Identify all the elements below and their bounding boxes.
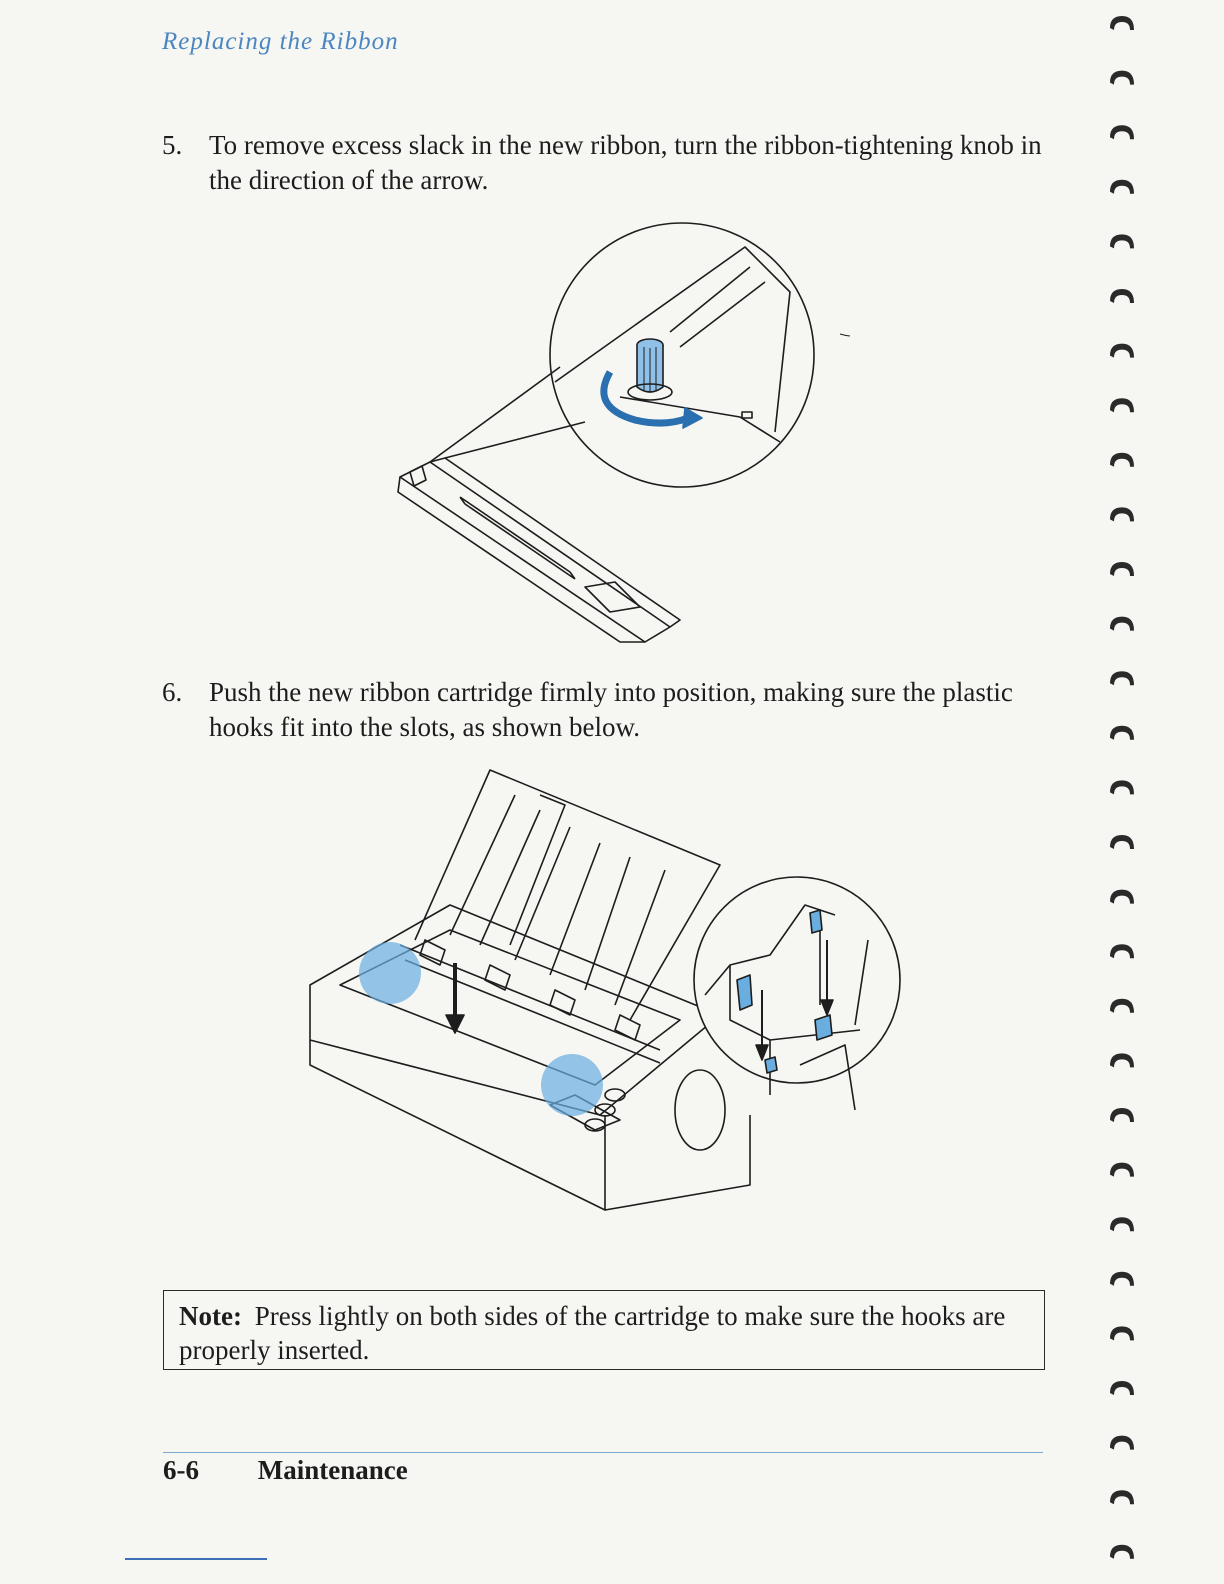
binding-hole: [1110, 1435, 1134, 1450]
step-number: 5.: [162, 130, 183, 160]
binding-hole: [1110, 671, 1134, 686]
step-number: 6.: [162, 677, 183, 707]
binding-hole: [1110, 1217, 1134, 1232]
binding-hole: [1110, 616, 1134, 631]
note-text: Press lightly on both sides of the cartr…: [179, 1301, 1006, 1365]
binding-hole: [1110, 234, 1134, 249]
binding-hole: [1110, 998, 1134, 1013]
binding-hole: [1110, 889, 1134, 904]
hook-highlight-right: [541, 1054, 603, 1116]
binding-hole: [1110, 725, 1134, 740]
binding-hole: [1110, 70, 1134, 85]
binding-hole: [1110, 179, 1134, 194]
binding-hole: [1110, 944, 1134, 959]
running-head: Replacing the Ribbon: [162, 28, 399, 55]
paper-guide-shape: [414, 769, 721, 1021]
binding-hole: [1110, 125, 1134, 140]
footer-divider: [163, 1452, 1043, 1453]
step-5: 5. To remove excess slack in the new rib…: [162, 128, 1062, 198]
page-footer: 6-6 Maintenance: [163, 1453, 408, 1487]
binding-hole: [1110, 1326, 1134, 1341]
binding-hole: [1110, 1381, 1134, 1395]
hook-highlight-left: [359, 942, 421, 1004]
step-text: Push the new ribbon cartridge firmly int…: [209, 677, 1013, 742]
binding-hole: [1110, 343, 1134, 358]
binding-hole: [1110, 398, 1134, 413]
printer-body-shape: [309, 904, 721, 1116]
binding-hole: [1110, 1053, 1134, 1068]
magnifier-circle: [549, 222, 815, 488]
binding-hole: [1110, 835, 1134, 849]
step-6: 6. Push the new ribbon cartridge firmly …: [162, 675, 1062, 745]
binding-hole: [1110, 1108, 1134, 1122]
binding-hole: [1110, 452, 1134, 467]
ribbon-knob-illustration: [397, 222, 850, 643]
printer-hooks-illustration: [309, 769, 901, 1211]
binding-hole: [1110, 289, 1134, 303]
section-title: Maintenance: [257, 1455, 408, 1485]
binding-hole: [1110, 507, 1134, 522]
binding-hole: [1110, 16, 1134, 30]
note-box: Note: Press lightly on both sides of the…: [163, 1290, 1045, 1370]
step-text: To remove excess slack in the new ribbon…: [209, 130, 1042, 195]
squiggle-mark: [839, 333, 850, 337]
magnifier-circle: [693, 876, 901, 1084]
binding-hole: [1110, 1490, 1134, 1505]
binding-holes: [1110, 16, 1134, 1559]
page-number: 6-6: [163, 1455, 199, 1485]
binding-hole: [1110, 1162, 1134, 1177]
blue-underline-mark: [125, 1558, 267, 1560]
note-label: Note:: [179, 1301, 242, 1331]
binding-hole: [1110, 780, 1134, 795]
binding-hole: [1110, 1544, 1134, 1559]
binding-hole: [1110, 562, 1134, 576]
binding-hole: [1110, 1271, 1134, 1286]
